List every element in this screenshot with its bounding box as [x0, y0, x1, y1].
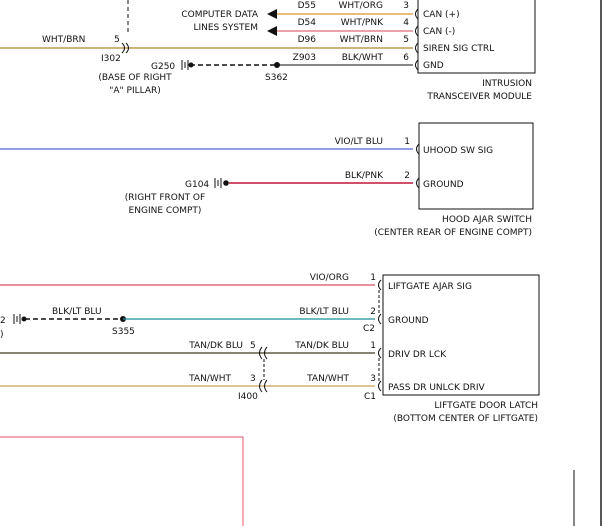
liftgate-label-pass-unlck: PASS DR UNLCK DRIV [388, 383, 486, 393]
ground-g250-note: (BASE OF RIGHT"A" PILLAR) [98, 73, 172, 96]
wire-color-d54: WHT/PNK [341, 18, 384, 28]
liftgate-pin-1b: 1 [370, 341, 376, 351]
inline-connector-i400-label: I400 [238, 392, 258, 402]
hood-pin-bracket-1 [416, 143, 420, 155]
liftgate-latch-box [382, 274, 540, 396]
hood-switch-box [418, 122, 534, 210]
pin-bracket-3 [415, 8, 419, 20]
hood-pin-2: 2 [404, 171, 410, 181]
liftgate-latch-name: LIFTGATE DOOR LATCH(BOTTOM CENTER OF LIF… [393, 401, 538, 424]
wire-color-tan-wht: TAN/WHT [306, 374, 349, 384]
ground-left-partial-pin: 2 [0, 316, 6, 326]
ground-g250-icon [181, 60, 189, 70]
circuit-code-d54: D54 [298, 18, 317, 28]
wire-color-tan-wht-left: TAN/WHT [188, 374, 231, 384]
liftgate-pin-bracket-2a [378, 313, 382, 325]
pin-label-can-plus: CAN (+) [423, 10, 460, 20]
pin-label-gnd: GND [423, 61, 444, 71]
circuit-code-d96: D96 [298, 35, 317, 45]
pin-label-siren: SIREN SIG CTRL [423, 44, 494, 54]
pin-bracket-4 [415, 25, 419, 37]
can-minus-arrow-icon [267, 26, 277, 36]
liftgate-section: VIO/ORG 1 2 ) BLK/LT BLU S355 BLK/LT BLU… [0, 273, 540, 424]
ground-g104-dot [223, 180, 229, 186]
liftgate-label-ajar: LIFTGATE AJAR SIG [388, 282, 472, 292]
wire-color-wht-brn-left: WHT/BRN [42, 35, 85, 45]
inline-connector-i302-label: I302 [101, 54, 121, 64]
hood-section: VIO/LT BLU BLK/PNK 1 2 UHOOD SW SIG GROU… [0, 122, 534, 238]
pin-4: 4 [403, 18, 409, 28]
liftgate-pin-2a: 2 [370, 307, 376, 317]
pin-bracket-6 [415, 59, 419, 71]
wire-color-tan-dk-blu-left: TAN/DK BLU [188, 341, 243, 351]
wire-color-d55: WHT/ORG [338, 1, 383, 11]
wire-color-z903: BLK/WHT [342, 53, 384, 63]
splice-s355-label: S355 [112, 327, 135, 337]
pin-3: 3 [403, 1, 409, 11]
wire-color-d96: WHT/BRN [340, 35, 383, 45]
bottom-partial-box [0, 436, 244, 526]
splice-s362 [274, 62, 280, 68]
ground-left-partial-dot [21, 316, 27, 322]
liftgate-pin-3: 3 [370, 374, 376, 384]
ground-left-partial-tail: ) [0, 330, 4, 340]
inline-pin-5: 5 [114, 35, 120, 45]
liftgate-pin-bracket-1b [378, 347, 382, 359]
pin-5: 5 [403, 35, 409, 45]
inline-connector-i400 [259, 346, 268, 393]
circuit-code-d55: D55 [298, 1, 316, 11]
hood-pin-label-sig: UHOOD SW SIG [423, 146, 493, 156]
wire-color-blk-pnk: BLK/PNK [345, 171, 384, 181]
liftgate-pin-bracket-1a [378, 279, 382, 291]
liftgate-pin-bracket-3 [378, 380, 382, 392]
intrusion-module-box [417, 0, 536, 74]
liftgate-label-ground: GROUND [388, 316, 429, 326]
can-plus-arrow-icon [267, 9, 277, 19]
inline-connector-i302 [121, 42, 129, 54]
connector-c2-label: C2 [363, 324, 375, 334]
hood-switch-name: HOOD AJAR SWITCH(CENTER REAR OF ENGINE C… [374, 215, 532, 238]
ground-left-partial-icon [13, 314, 21, 324]
connector-c1-label: C1 [364, 392, 376, 402]
pin-bracket-5 [415, 42, 419, 54]
circuit-code-z903: Z903 [293, 53, 316, 63]
liftgate-label-driv-lck: DRIV DR LCK [388, 350, 447, 360]
hood-pin-bracket-2 [416, 177, 420, 189]
liftgate-pin-1a: 1 [370, 273, 376, 283]
wire-color-tan-dk-blu: TAN/DK BLU [294, 341, 349, 351]
wire-color-blk-lt-blu: BLK/LT BLU [299, 307, 349, 317]
pin-6: 6 [403, 53, 409, 63]
hood-pin-label-ground: GROUND [423, 180, 464, 190]
ground-g104-icon [214, 178, 222, 188]
ground-g250-label: G250 [151, 62, 175, 72]
wire-color-vio-org: VIO/ORG [310, 273, 349, 283]
liftgate-inline-pin-3: 3 [250, 374, 256, 384]
ground-g104-label: G104 [185, 180, 209, 190]
pin-label-can-minus: CAN (-) [423, 27, 455, 37]
liftgate-inline-pin-5: 5 [250, 341, 256, 351]
ground-g250-dot [188, 62, 194, 68]
splice-s362-label: S362 [265, 73, 288, 83]
wire-color-vio-lt-blu: VIO/LT BLU [335, 137, 383, 147]
hood-pin-1: 1 [404, 137, 410, 147]
wire-color-blk-lt-blu-left: BLK/LT BLU [52, 307, 102, 317]
